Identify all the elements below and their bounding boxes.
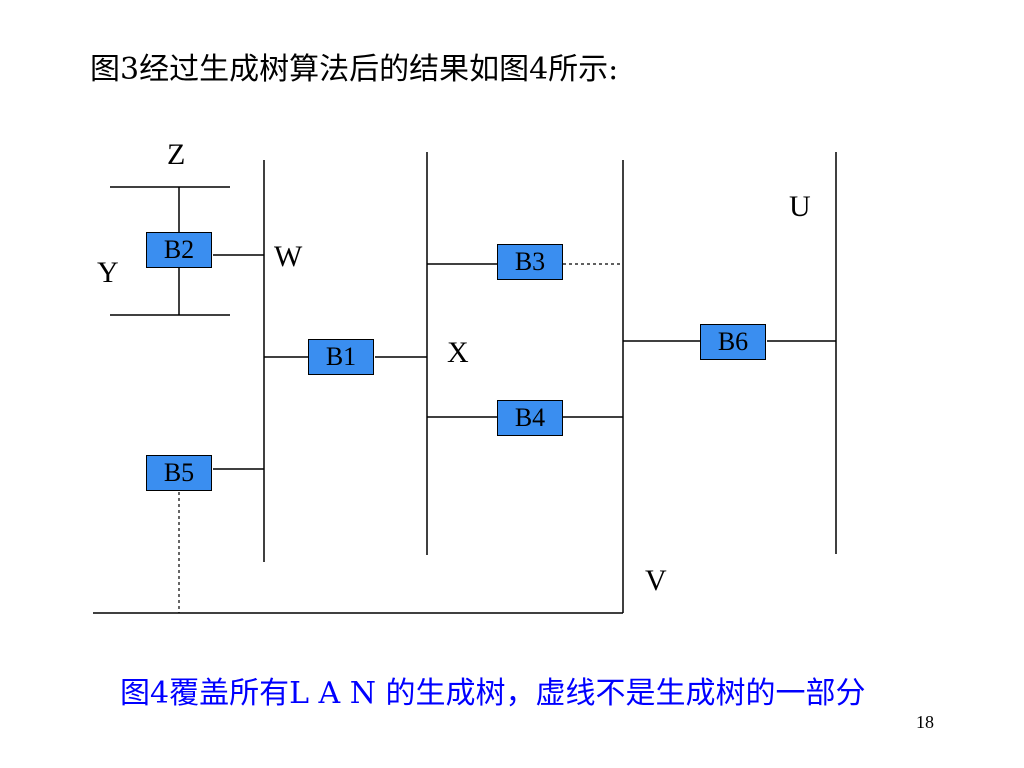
page-number: 18 [916,712,934,732]
bridge-b2: B2 [146,232,212,268]
bridge-b4: B4 [497,400,563,436]
slide-title: 图3经过生成树算法后的结果如图4所示: [90,52,619,87]
lan-label-x: X [447,336,469,369]
bridge-b6: B6 [700,324,766,360]
lan-label-w: W [274,240,303,273]
bridge-b1: B1 [308,339,374,375]
lan-label-z: Z [167,138,186,171]
figure-caption: 图4覆盖所有L A N 的生成树，虚线不是生成树的一部分 [120,676,866,711]
bridge-b3: B3 [497,244,563,280]
bridge-b5: B5 [146,455,212,491]
lan-label-y: Y [97,256,119,289]
lan-label-u: U [789,190,811,223]
lan-label-v: V [645,564,667,597]
